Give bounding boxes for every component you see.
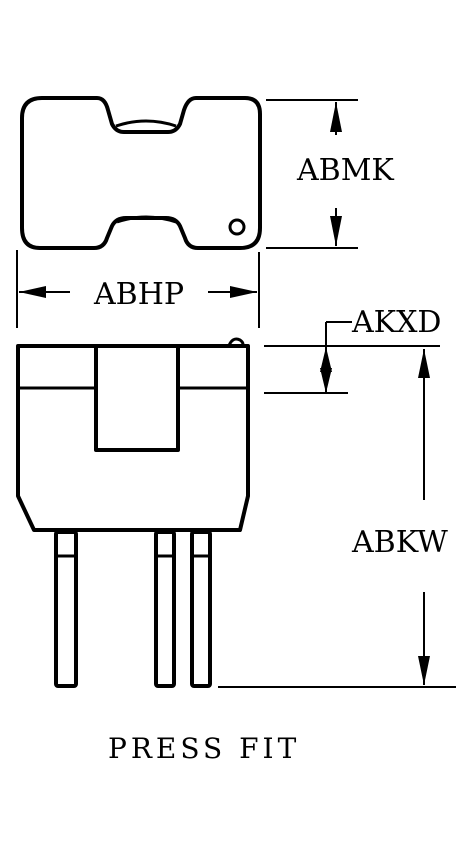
dimension-label-abhp: ABHP: [93, 277, 184, 312]
side-view-part: [16, 337, 250, 688]
diagram-caption: PRESS FIT: [108, 732, 300, 765]
pin-right: [190, 530, 212, 688]
dimension-akxd: AKXD: [264, 305, 442, 394]
dimension-abkw: ABKW: [218, 349, 456, 688]
hole-icon: [228, 218, 246, 236]
dimension-label-akxd: AKXD: [351, 305, 442, 340]
dimension-abhp: ABHP: [16, 250, 260, 328]
dimension-label-abmk: ABMK: [296, 153, 394, 188]
top-view-part: [20, 96, 262, 250]
pin-left: [54, 530, 78, 688]
dimension-abmk: ABMK: [266, 99, 394, 249]
pin-middle: [154, 530, 176, 688]
dimension-label-abkw: ABKW: [351, 525, 448, 560]
